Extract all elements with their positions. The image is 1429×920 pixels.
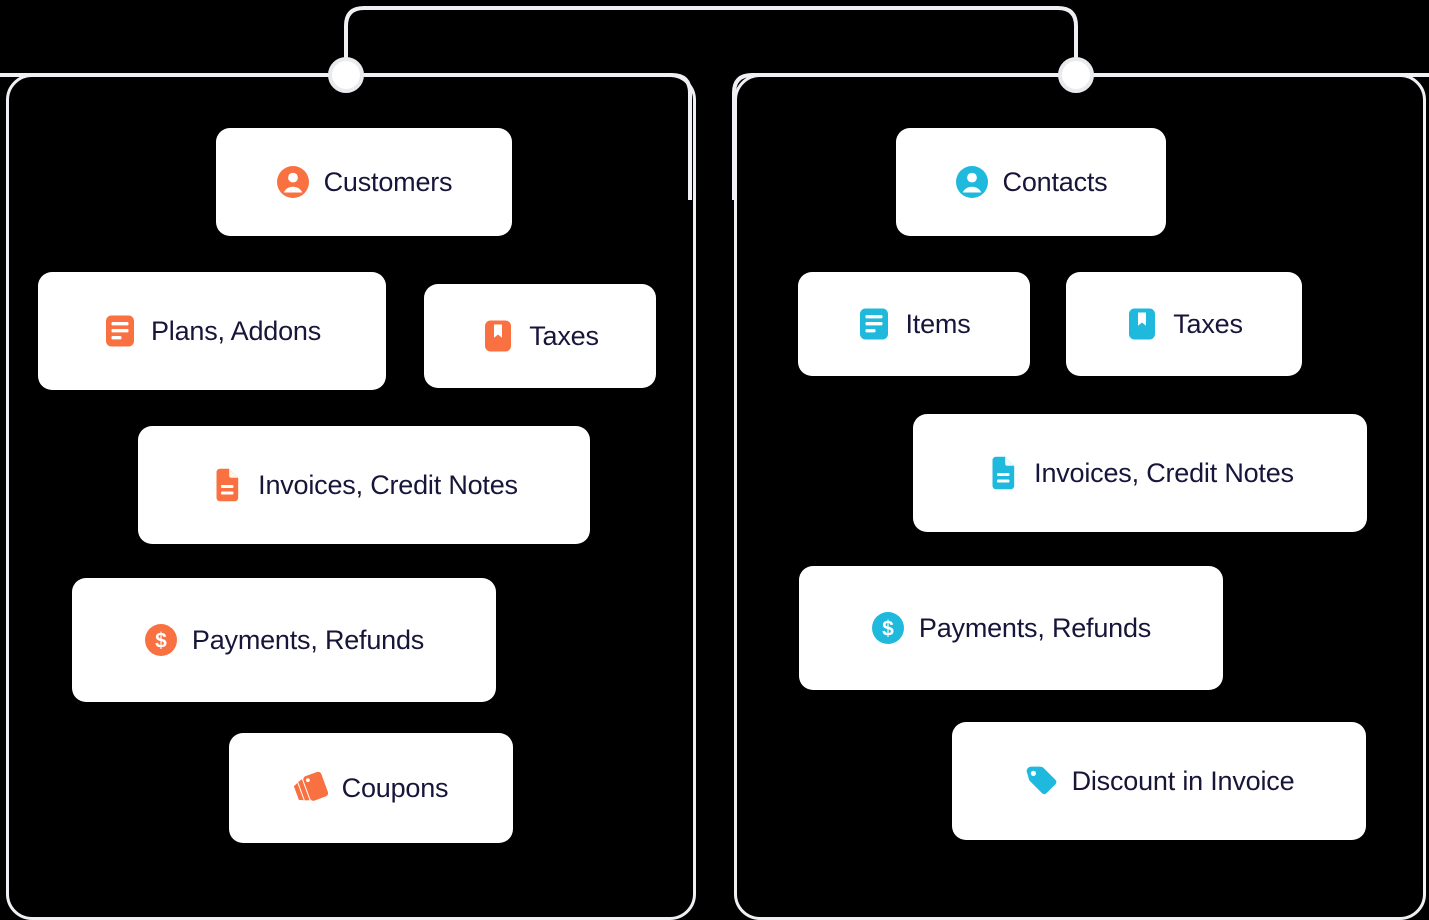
card-content: Discount in Invoice [1018,764,1301,798]
coupons-tags-icon [293,771,328,805]
card-label: Customers [323,166,453,197]
card-content: Taxes [1119,307,1249,341]
card-label: Taxes [529,320,599,351]
node-card[interactable]: Coupons [229,733,513,843]
card-label: Payments, Refunds [191,624,425,655]
card-content: Items [851,307,976,341]
card-label: Discount in Invoice [1071,765,1295,796]
card-label: Plans, Addons [150,315,322,346]
card-label: Taxes [1173,308,1243,339]
document-icon [210,468,244,502]
card-label: Invoices, Credit Notes [258,469,518,500]
card-label: Coupons [341,772,449,803]
node-card[interactable]: Customers [216,128,512,236]
node-card[interactable]: $ Payments, Refunds [799,566,1223,690]
node-card[interactable]: Discount in Invoice [952,722,1366,840]
svg-text:$: $ [882,618,894,641]
node-card[interactable]: Taxes [424,284,656,388]
card-label: Items [905,308,971,339]
node-card[interactable]: Invoices, Credit Notes [138,426,590,544]
card-label: Contacts [1002,166,1108,197]
connector-node-right [1058,57,1094,93]
person-circle-icon [276,165,310,199]
card-content: $ Payments, Refunds [865,611,1157,645]
card-content: $ Payments, Refunds [138,623,430,657]
bookmark-icon [1125,307,1159,341]
card-content: Contacts [949,165,1114,199]
plans-list-icon [857,307,891,341]
node-card[interactable]: Items [798,272,1030,376]
price-tag-icon [1024,764,1058,798]
dollar-circle-icon: $ [871,611,905,645]
plans-list-icon [103,314,137,348]
card-content: Customers [270,165,459,199]
connector-node-left [328,57,364,93]
card-content: Plans, Addons [97,314,327,348]
node-card[interactable]: Invoices, Credit Notes [913,414,1367,532]
document-icon [986,456,1020,490]
card-content: Taxes [475,319,605,353]
node-card[interactable]: Plans, Addons [38,272,386,390]
card-content: Invoices, Credit Notes [204,468,524,502]
node-card[interactable]: Contacts [896,128,1166,236]
card-content: Invoices, Credit Notes [980,456,1300,490]
svg-text:$: $ [155,630,167,653]
card-content: Coupons [288,771,455,805]
card-label: Invoices, Credit Notes [1034,457,1294,488]
node-card[interactable]: Taxes [1066,272,1302,376]
card-label: Payments, Refunds [918,612,1152,643]
bookmark-icon [481,319,515,353]
dollar-circle-icon: $ [144,623,178,657]
node-card[interactable]: $ Payments, Refunds [72,578,496,702]
person-circle-icon [955,165,989,199]
